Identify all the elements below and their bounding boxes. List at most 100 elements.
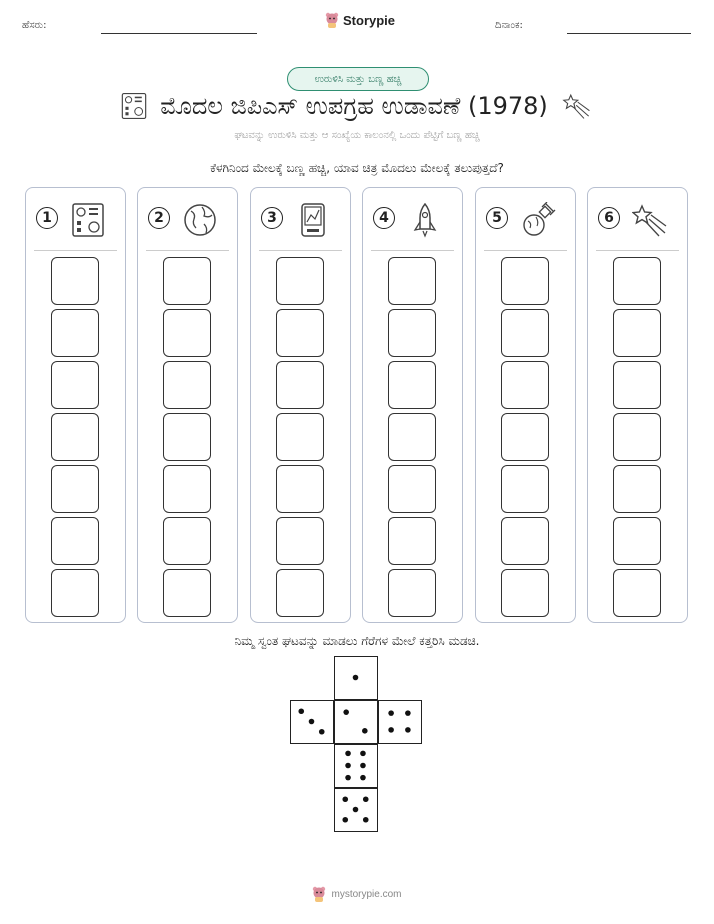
footer: mystorypie.com (0, 886, 714, 902)
color-box[interactable] (613, 361, 661, 409)
control-panel-icon (121, 92, 147, 120)
color-box[interactable] (51, 413, 99, 461)
color-box[interactable] (388, 569, 436, 617)
color-box[interactable] (276, 465, 324, 513)
page-title: ಮೊದಲ ಜಿಪಿಎಸ್ ಉಪಗ್ರಹ ಉಡಾವಣೆ (1978) (160, 92, 548, 120)
color-box[interactable] (51, 257, 99, 305)
die-pip (360, 762, 366, 769)
color-box[interactable] (163, 309, 211, 357)
die-pip (362, 796, 369, 803)
die-pip (345, 762, 351, 769)
color-box[interactable] (501, 517, 549, 565)
color-box[interactable] (276, 413, 324, 461)
color-box[interactable] (613, 569, 661, 617)
die-pip (388, 710, 394, 716)
column-divider (596, 250, 679, 251)
subtitle: ಘಟವನ್ನು ಉರುಳಿಸಿ ಮತ್ತು ಆ ಸಂಖ್ಯೆಯ ಕಾಲಂನಲ್ಲ… (234, 130, 480, 141)
die-pip (342, 816, 349, 823)
color-box[interactable] (276, 309, 324, 357)
color-box[interactable] (501, 465, 549, 513)
color-box[interactable] (51, 465, 99, 513)
color-box[interactable] (388, 465, 436, 513)
color-box[interactable] (613, 309, 661, 357)
die-pip (362, 728, 368, 734)
color-box[interactable] (51, 569, 99, 617)
color-box[interactable] (276, 257, 324, 305)
color-box[interactable] (276, 361, 324, 409)
die-pip (345, 750, 351, 757)
color-box[interactable] (388, 413, 436, 461)
die-pip (343, 709, 349, 715)
color-box[interactable] (51, 361, 99, 409)
shooting-star-icon (562, 93, 590, 119)
color-box[interactable] (163, 569, 211, 617)
die-pip (318, 728, 325, 735)
die-pip (405, 727, 411, 733)
bear-mascot-icon (313, 886, 326, 902)
column-number: 4 (373, 207, 395, 229)
color-box[interactable] (613, 465, 661, 513)
column-divider (371, 250, 454, 251)
column-divider (484, 250, 567, 251)
shooting-star-icon (632, 204, 667, 237)
die-face (334, 700, 378, 744)
satellite-icon (523, 202, 556, 236)
color-box[interactable] (163, 257, 211, 305)
die-pip (342, 796, 349, 803)
gps-device-icon (301, 203, 325, 237)
color-box[interactable] (388, 309, 436, 357)
brand-logo: Storypie (325, 12, 395, 28)
color-box[interactable] (613, 517, 661, 565)
die-pip (345, 774, 351, 781)
column-3: 3 (250, 187, 351, 623)
globe-icon (184, 204, 216, 236)
control-panel-icon (72, 203, 104, 237)
color-box[interactable] (501, 413, 549, 461)
column-divider (34, 250, 117, 251)
footer-url[interactable]: mystorypie.com (331, 888, 402, 900)
activity-badge: ಉರುಳಿಸಿ ಮತ್ತು ಬಣ್ಣ ಹಚ್ಚಿ (287, 67, 429, 91)
color-box[interactable] (163, 465, 211, 513)
die-pip (352, 806, 359, 813)
rocket-icon (413, 202, 437, 238)
color-box[interactable] (613, 413, 661, 461)
column-2: 2 (137, 187, 238, 623)
column-5: 5 (475, 187, 576, 623)
color-box[interactable] (276, 517, 324, 565)
color-box[interactable] (501, 361, 549, 409)
color-box[interactable] (388, 517, 436, 565)
name-label: ಹೆಸರು: (22, 20, 47, 31)
color-box[interactable] (613, 257, 661, 305)
die-face (378, 700, 422, 744)
die-face (290, 700, 334, 744)
color-box[interactable] (388, 257, 436, 305)
color-box[interactable] (163, 517, 211, 565)
die-pip (360, 750, 366, 757)
color-box[interactable] (51, 517, 99, 565)
column-4: 4 (362, 187, 463, 623)
color-box[interactable] (51, 309, 99, 357)
die-face (334, 788, 378, 832)
column-number: 2 (148, 207, 170, 229)
column-1: 1 (25, 187, 126, 623)
color-box[interactable] (388, 361, 436, 409)
name-line[interactable] (101, 33, 257, 34)
die-face (334, 656, 378, 700)
die-instruction: ನಿಮ್ಮ ಸ್ವಂತ ಘಟವನ್ನು ಮಾಡಲು ಗೆರೆಗಳ ಮೇಲೆ ಕತ… (234, 634, 480, 648)
column-number: 3 (261, 207, 283, 229)
color-box[interactable] (163, 413, 211, 461)
color-box[interactable] (501, 309, 549, 357)
column-number: 6 (598, 207, 620, 229)
die-pip (352, 674, 359, 681)
column-divider (259, 250, 342, 251)
color-box[interactable] (501, 257, 549, 305)
title-row: ಮೊದಲ ಜಿಪಿಎಸ್ ಉಪಗ್ರಹ ಉಡಾವಣೆ (1978) (0, 92, 714, 120)
bear-mascot-icon (325, 12, 339, 28)
die-face (334, 744, 378, 788)
die-pip (362, 816, 369, 823)
color-box[interactable] (501, 569, 549, 617)
color-box[interactable] (276, 569, 324, 617)
color-box[interactable] (163, 361, 211, 409)
question: ಕೆಳಗಿನಿಂದ ಮೇಲಕ್ಕೆ ಬಣ್ಣ ಹಚ್ಚಿ, ಯಾವ ಚಿತ್ರ … (210, 161, 504, 175)
date-line[interactable] (567, 33, 691, 34)
